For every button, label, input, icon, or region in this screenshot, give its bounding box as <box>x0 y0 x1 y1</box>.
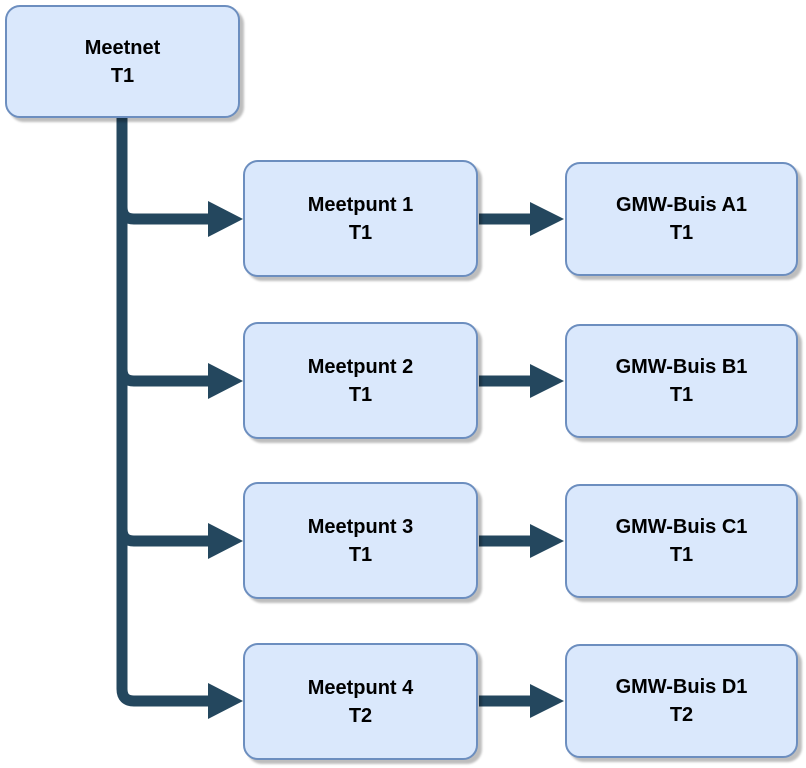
node-label: GMW-Buis B1 <box>615 356 748 378</box>
node-sublabel: T1 <box>348 383 373 406</box>
branch-arrow-1 <box>116 206 209 225</box>
node-meetnet: Meetnet T1 <box>5 5 240 118</box>
node-label: Meetpunt 4 <box>307 676 414 699</box>
node-meetpunt-4: Meetpunt 4 T2 <box>243 643 478 760</box>
node-meetpunt-2: Meetpunt 2 T1 <box>243 322 478 439</box>
link-arrowhead-2 <box>530 364 564 398</box>
node-sublabel: T1 <box>348 221 373 244</box>
node-sublabel: T2 <box>348 704 373 727</box>
node-label: Meetpunt 2 <box>307 355 414 378</box>
node-gmw-buis-c1: GMW-Buis C1 T1 <box>565 484 798 598</box>
node-gmw-buis-a1: GMW-Buis A1 T1 <box>565 162 798 276</box>
link-arrowhead-1 <box>530 202 564 236</box>
node-label: GMW-Buis C1 <box>615 516 748 538</box>
node-sublabel: T1 <box>669 222 694 244</box>
node-label: GMW-Buis D1 <box>615 676 748 698</box>
link-arrowhead-3 <box>530 524 564 558</box>
branch-arrowhead-1 <box>208 201 243 237</box>
node-sublabel: T1 <box>669 544 694 566</box>
link-arrowhead-4 <box>530 684 564 718</box>
node-gmw-buis-d1: GMW-Buis D1 T2 <box>565 644 798 758</box>
branch-arrowhead-2 <box>208 363 243 399</box>
node-sublabel: T2 <box>669 704 694 726</box>
node-sublabel: T1 <box>348 543 373 566</box>
node-label: GMW-Buis A1 <box>615 194 748 216</box>
branch-arrow-2 <box>116 368 209 387</box>
node-gmw-buis-b1: GMW-Buis B1 T1 <box>565 324 798 438</box>
node-label: Meetpunt 1 <box>307 193 414 216</box>
node-meetpunt-3: Meetpunt 3 T1 <box>243 482 478 599</box>
trunk-connector <box>116 116 209 707</box>
node-label: Meetnet <box>84 36 161 59</box>
node-label: Meetpunt 3 <box>307 515 414 538</box>
node-meetpunt-1: Meetpunt 1 T1 <box>243 160 478 277</box>
branch-arrow-3 <box>116 528 209 547</box>
node-sublabel: T1 <box>110 64 135 87</box>
node-sublabel: T1 <box>669 384 694 406</box>
branch-arrowhead-3 <box>208 523 243 559</box>
branch-arrowhead-4 <box>208 683 243 719</box>
